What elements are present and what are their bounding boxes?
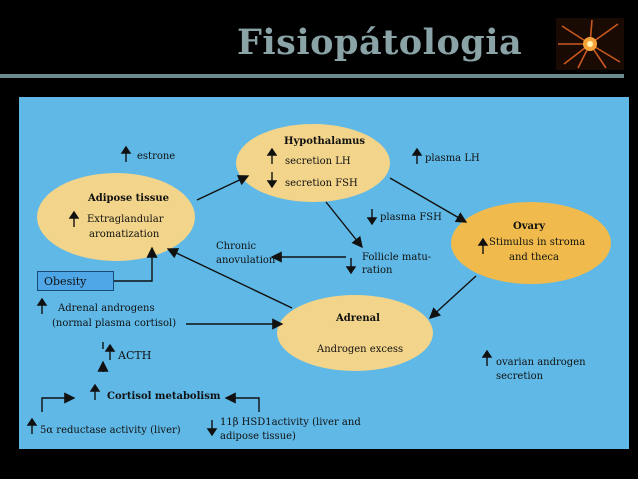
estrone-label: estrone (137, 151, 176, 162)
hypothalamus-node (236, 124, 390, 202)
plasma-lh-label: plasma LH (425, 153, 480, 164)
plasma-fsh-label: plasma FSH (380, 212, 442, 223)
right-bracket-arrow (224, 392, 260, 412)
ovarian-androgen-label: ovarian androgen (496, 357, 586, 368)
androgens-up-arrow (36, 297, 48, 314)
adipose-line1: Extraglandular (87, 214, 164, 225)
hsd-label-1: 11β HSD1activity (liver and (220, 417, 361, 428)
hsd-label-2: adipose tissue) (220, 431, 296, 442)
estrone-up-arrow (120, 145, 132, 162)
plasma-lh-up-arrow (411, 147, 423, 164)
neuron-starburst-icon (556, 18, 624, 70)
hypothalamus-line1: secretion LH (285, 156, 351, 167)
ovary-title: Ovary (513, 221, 546, 232)
adrenal-androgens-label: Adrenal androgens (58, 303, 155, 314)
follicle-down-arrow (345, 258, 357, 275)
anovulation-label: anovulation (216, 255, 276, 266)
hypothalamus-to-ovary-arrow (389, 177, 468, 223)
ovary-node (451, 202, 611, 284)
secretion-label: secretion (496, 371, 544, 382)
reductase-up-arrow (26, 417, 38, 434)
hsd-down-arrow (206, 420, 218, 437)
adrenal-line1: Androgen excess (317, 344, 404, 355)
acth-up-arrow (104, 343, 116, 360)
left-bracket-arrow (41, 392, 76, 412)
maturation-label: ration (362, 265, 393, 276)
hypothalamus-line2: secretion FSH (285, 178, 358, 189)
acth-label: ACTH (118, 349, 152, 362)
lh-up-arrow (266, 147, 278, 164)
adrenal-node (277, 295, 433, 371)
plasma-cortisol-label: (normal plasma cortisol) (52, 318, 177, 329)
ovarian-up-arrow (481, 349, 493, 366)
title-divider (0, 74, 624, 78)
reductase-label: 5α reductase activity (liver) (40, 425, 181, 436)
adrenal-to-adipose-arrow (166, 248, 293, 309)
hypothalamus-to-follicle-arrow (325, 201, 363, 249)
cortisol-metabolism-label: Cortisol metabolism (107, 391, 221, 402)
adipose-title: Adipose tissue (88, 193, 169, 204)
chronic-label: Chronic (216, 241, 257, 252)
obesity-to-adipose-arrow (114, 246, 158, 282)
adipose-to-hypothalamus-arrow (196, 175, 250, 201)
adipose-tissue-node (37, 173, 195, 261)
plasma-fsh-down-arrow (366, 209, 378, 226)
ovary-to-adrenal-arrow (428, 275, 477, 319)
adipose-up-arrow (68, 210, 80, 227)
adipose-line2: aromatization (89, 229, 160, 240)
ovary-up-arrow (477, 237, 489, 254)
ovary-line2: and theca (509, 252, 559, 263)
cortisol-up-arrow (89, 383, 101, 400)
follicle-label: Follicle matu- (362, 252, 432, 263)
slide-title: Fisiopátologia (237, 22, 523, 63)
hypothalamus-title: Hypothalamus (284, 136, 366, 147)
fsh-down-arrow (266, 172, 278, 189)
ovary-line1: Stimulus in stroma (489, 237, 586, 248)
adrenal-title: Adrenal (336, 313, 380, 324)
obesity-box: Obesity (37, 271, 114, 291)
